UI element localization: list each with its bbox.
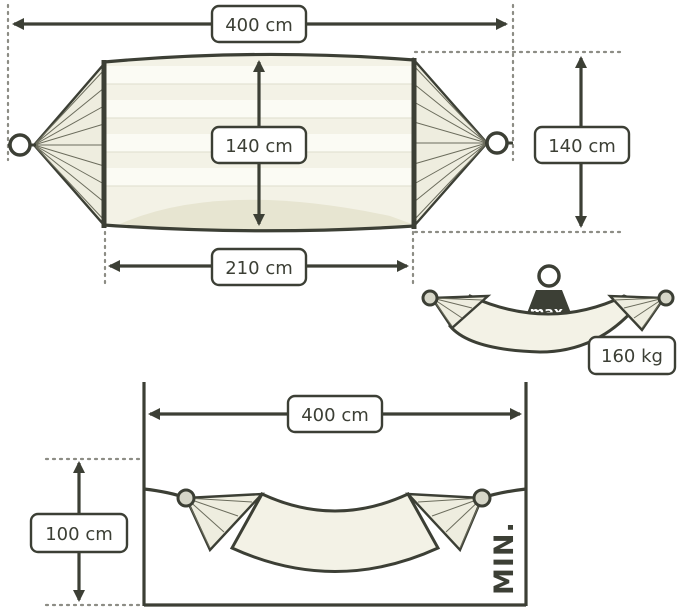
cloth-shadow [120, 199, 412, 230]
min-space-view: 400 cm 100 cm MIN. [29, 382, 528, 607]
cloth-width-outer-label: 140 cm [548, 136, 616, 157]
top-view-hammock: 400 cm 140 cm 140 cm 210 cm [6, 3, 631, 287]
cloth-length-label: 210 cm [225, 258, 293, 279]
total-length-label: 400 cm [225, 15, 293, 36]
min-height-label: 100 cm [45, 524, 113, 545]
cloth-width-inner-label: 140 cm [225, 136, 293, 157]
left-hanging-ring [8, 133, 32, 157]
min-tag: MIN. [489, 521, 520, 595]
right-hanging-ring [485, 131, 509, 155]
installed-hammock-cloth [229, 492, 441, 573]
max-load-view: max. 160 kg [421, 264, 677, 376]
max-load-label: 160 kg [601, 346, 663, 367]
min-span-label: 400 cm [301, 405, 369, 426]
